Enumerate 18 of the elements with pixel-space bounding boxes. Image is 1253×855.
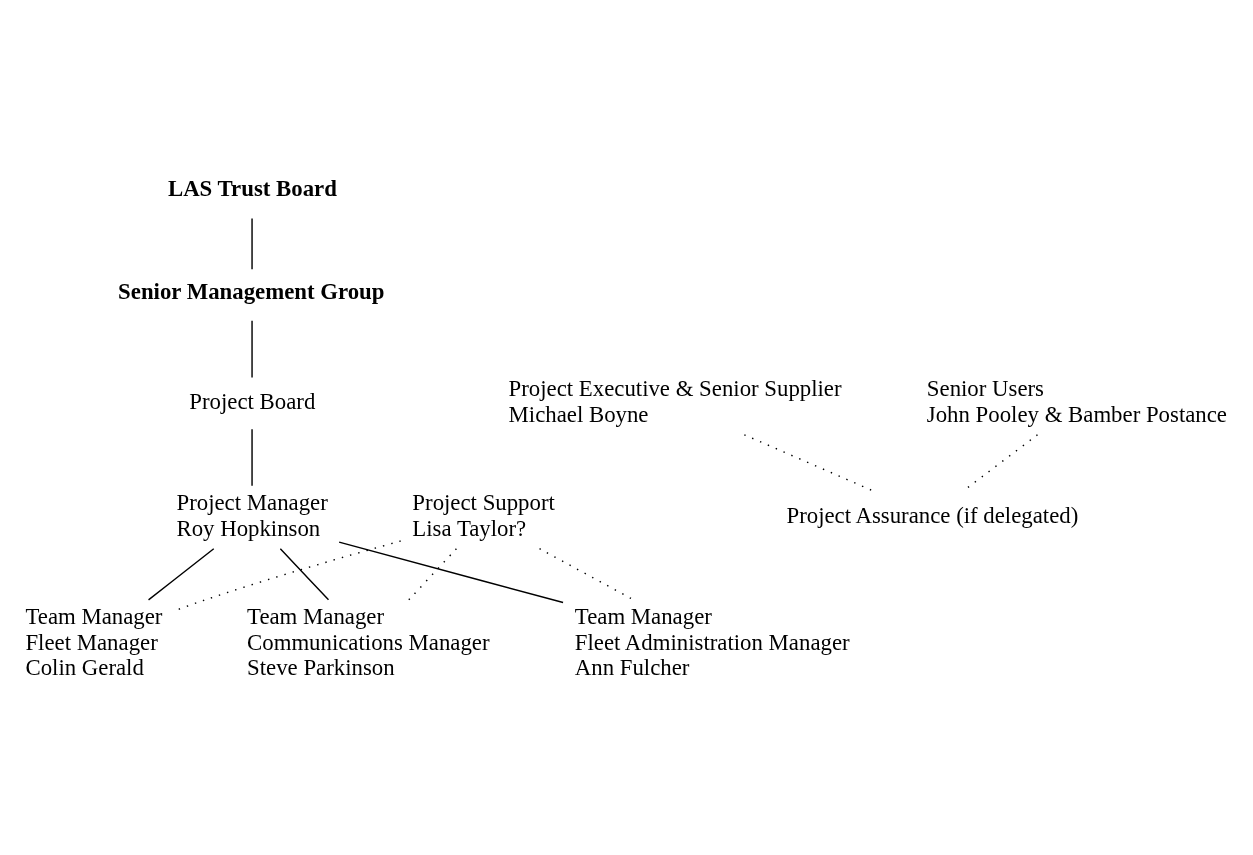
node-text: Team Manager Fleet Administration Manager Ann Fulcher (574, 603, 850, 681)
connector (408, 548, 458, 601)
node-text: Team Manager Fleet Manager Colin Gerald (25, 603, 163, 681)
node-text: Project Support Lisa Taylor? (412, 489, 555, 541)
connector (251, 320, 253, 379)
node-text: Senior Management Group (118, 278, 385, 304)
node-text: Project Assurance (if delegated) (786, 502, 1079, 528)
node-text: Team Manager Communications Manager Steve Parkinson (247, 603, 490, 681)
connector (338, 541, 564, 604)
node-text: Project Manager Roy Hopkinson (176, 489, 328, 541)
node-text: Project Board (189, 388, 316, 414)
connector (279, 548, 330, 601)
node-text: Project Executive & Senior Supplier Michael Boyne (508, 375, 842, 427)
node-text: LAS Trust Board (167, 176, 337, 202)
connector (251, 217, 253, 270)
connector (147, 548, 215, 601)
node-text: Senior Users John Pooley & Bamber Postance (926, 375, 1227, 427)
connector (251, 428, 253, 487)
